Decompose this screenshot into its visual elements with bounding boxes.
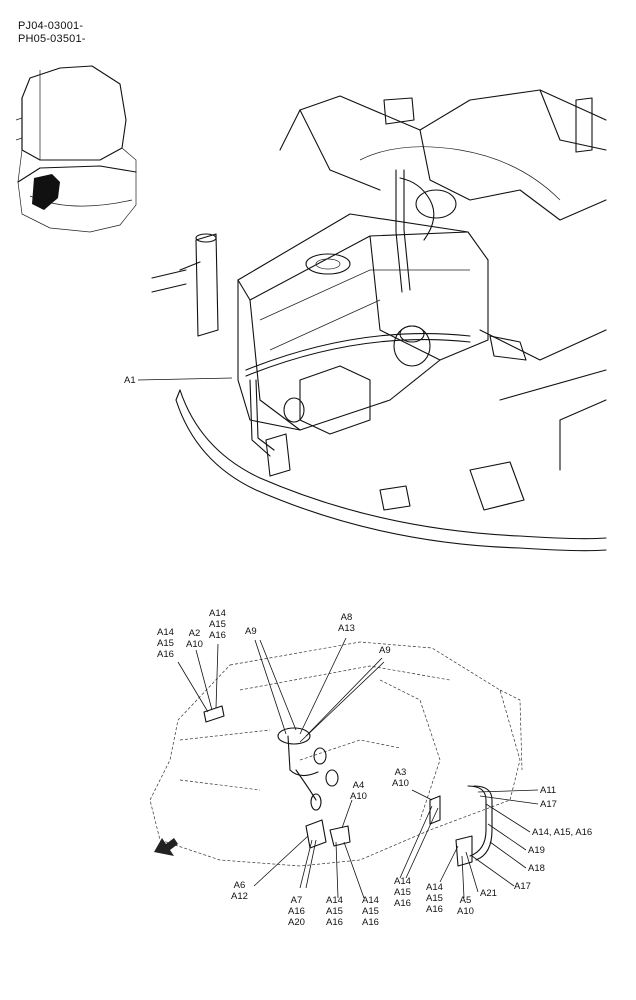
callout-a14-left: A14 A15 A16: [157, 627, 174, 660]
fuel-tank-assembly-view: [151, 89, 607, 552]
callout-a14-top: A14 A15 A16: [209, 608, 226, 641]
callout-a14-mid2: A14 A15 A16: [362, 895, 379, 928]
callout-a14-mid3: A14 A15 A16: [394, 876, 411, 909]
callout-a11: A11: [540, 785, 557, 796]
callout-a5: A5 A10: [457, 895, 474, 917]
callout-a1: A1: [124, 375, 136, 386]
callout-a14-mid4: A14 A15 A16: [426, 882, 443, 915]
callout-a7: A7 A16 A20: [288, 895, 305, 928]
machine-locator-icon: [15, 65, 137, 233]
fuel-tank-detail-view: [149, 641, 523, 867]
callout-a3: A3 A10: [392, 767, 409, 789]
callout-a21: A21: [480, 888, 497, 899]
callout-a17-top: A17: [540, 799, 557, 810]
callout-a9-right: A9: [379, 645, 391, 656]
callout-a8: A8 A13: [338, 612, 355, 634]
callout-a2: A2 A10: [186, 628, 203, 650]
callout-a6: A6 A12: [231, 880, 248, 902]
callout-a19: A19: [528, 845, 545, 856]
callout-a14-right: A14, A15, A16: [532, 827, 593, 838]
callout-a14-mid1: A14 A15 A16: [326, 895, 343, 928]
leader-a1: [137, 377, 233, 381]
serial-number-2: PH05-03501-: [18, 33, 86, 45]
serial-number-1: PJ04-03001-: [18, 20, 84, 32]
callout-a17-bottom: A17: [514, 881, 531, 892]
callout-a18: A18: [528, 863, 545, 874]
callout-leaders: [177, 637, 539, 899]
callout-a4: A4 A10: [350, 780, 367, 802]
callout-a9-left: A9: [245, 626, 257, 637]
